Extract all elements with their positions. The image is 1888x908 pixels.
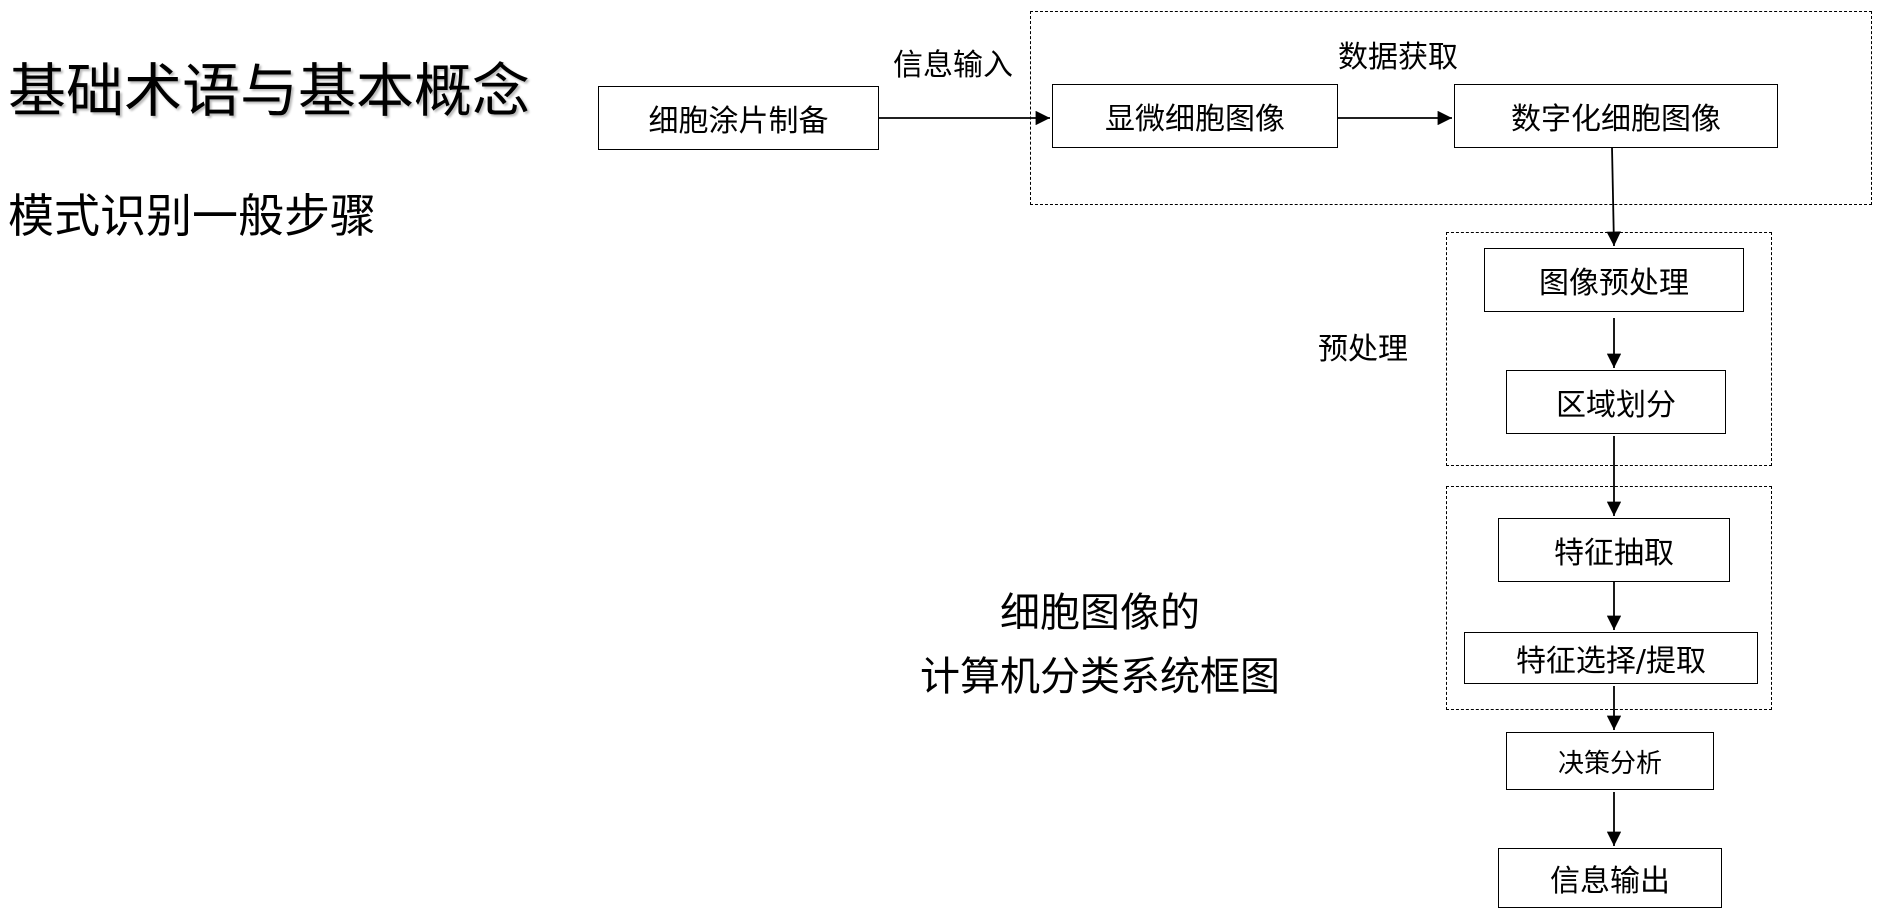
node-feature-extraction: 特征抽取 bbox=[1498, 518, 1730, 582]
group-label-data-acquisition: 数据获取 bbox=[1338, 40, 1458, 75]
node-smear-preparation: 细胞涂片制备 bbox=[598, 86, 879, 150]
node-feature-selection: 特征选择/提取 bbox=[1464, 632, 1758, 684]
diagram-caption-line2: 计算机分类系统框图 bbox=[920, 654, 1280, 700]
node-digital-image: 数字化细胞图像 bbox=[1454, 84, 1778, 148]
group-label-preprocessing: 预处理 bbox=[1318, 332, 1408, 367]
arrow-digital-to-preprocess bbox=[1606, 146, 1621, 247]
page-title: 基础术语与基本概念 bbox=[8, 57, 531, 125]
edge-label-info-input: 信息输入 bbox=[893, 48, 1013, 83]
node-region-segmentation: 区域划分 bbox=[1506, 370, 1726, 434]
diagram-caption-line1: 细胞图像的 bbox=[1000, 590, 1200, 636]
node-microscope-image: 显微细胞图像 bbox=[1052, 84, 1338, 148]
node-decision-analysis: 决策分析 bbox=[1506, 732, 1714, 790]
node-image-preprocessing: 图像预处理 bbox=[1484, 248, 1744, 312]
group-feature-processing bbox=[1446, 486, 1772, 710]
group-data-acquisition bbox=[1030, 11, 1872, 205]
node-info-output: 信息输出 bbox=[1498, 848, 1722, 908]
page-subtitle: 模式识别一般步骤 bbox=[8, 189, 376, 243]
